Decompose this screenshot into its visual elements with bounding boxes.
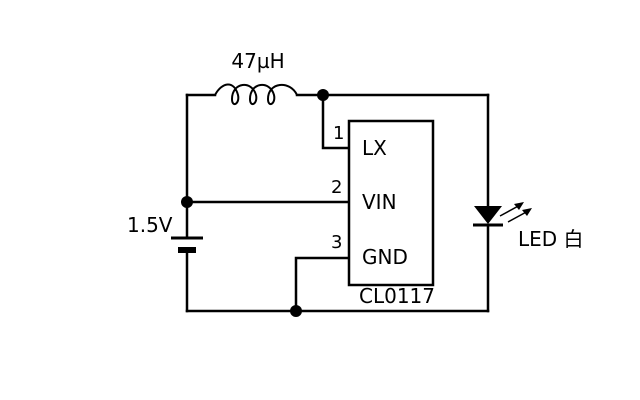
led-label: LED 白 — [518, 227, 584, 251]
pin3-name: GND — [362, 245, 408, 269]
pin3-number: 3 — [331, 232, 342, 253]
battery-symbol — [171, 236, 203, 253]
pin1-number: 1 — [333, 123, 344, 144]
pin1-name: LX — [362, 136, 387, 160]
inductor-value: 47µH — [231, 49, 284, 73]
junction-dot-top — [317, 89, 329, 101]
junction-dot-bottom — [290, 305, 302, 317]
led-symbol — [473, 202, 532, 227]
inductor-symbol — [214, 83, 298, 106]
battery-value: 1.5V — [127, 213, 173, 237]
pin2-name: VIN — [362, 190, 397, 214]
ic-part-number: CL0117 — [359, 284, 435, 308]
ic-body — [347, 119, 435, 287]
wire-pin3 — [294, 256, 351, 313]
junction-dot-left — [181, 196, 193, 208]
pin2-number: 2 — [331, 177, 342, 198]
wire-pin1 — [321, 93, 351, 150]
